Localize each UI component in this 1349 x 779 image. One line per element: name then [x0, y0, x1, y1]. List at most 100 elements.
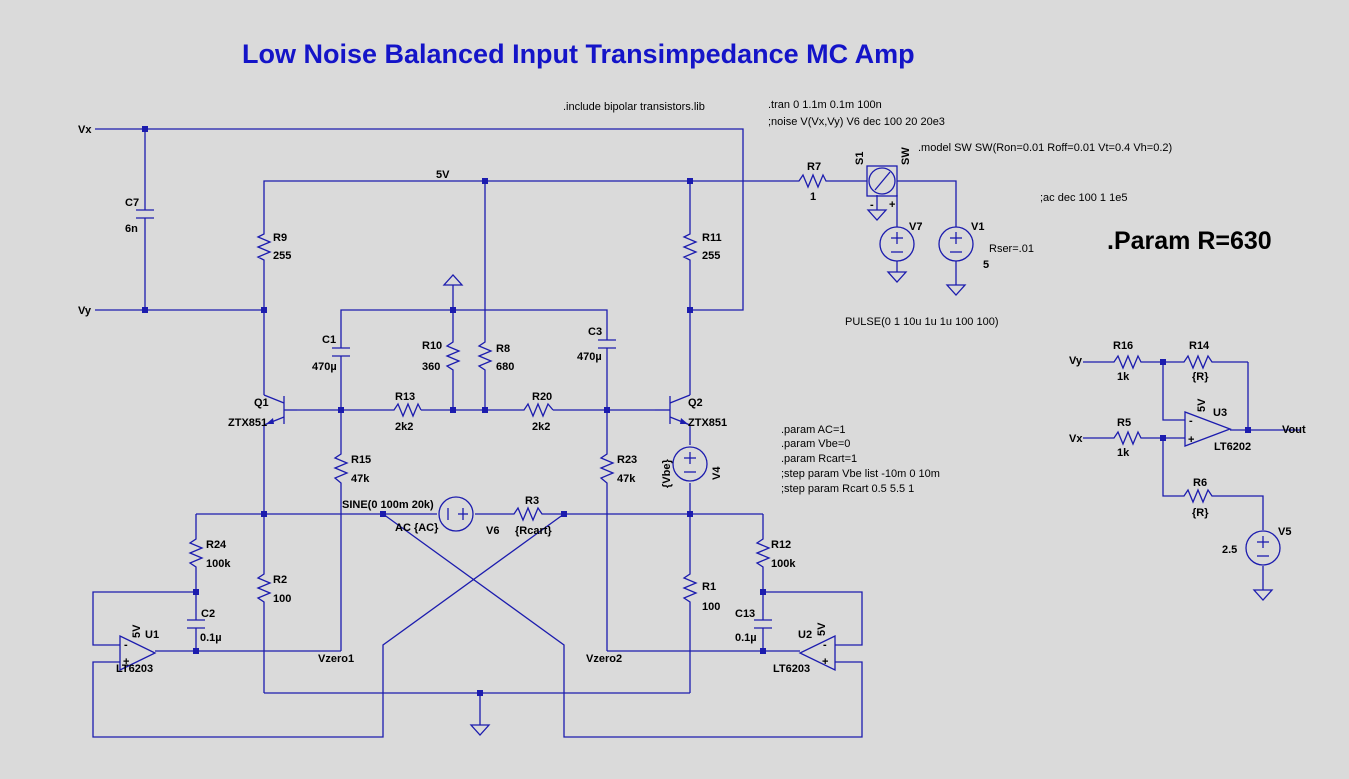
- svg-text:V4: V4: [711, 466, 723, 480]
- r23-symbol: [599, 450, 615, 487]
- v6-source: [438, 496, 474, 532]
- ac-directive: ;ac dec 100 1 1e5: [1040, 192, 1127, 204]
- svg-text:R9: R9: [273, 232, 287, 244]
- svg-text:470µ: 470µ: [312, 361, 337, 373]
- svg-text:C3: C3: [588, 326, 602, 338]
- svg-text:360: 360: [422, 361, 440, 373]
- svg-text:+: +: [123, 656, 129, 668]
- svg-text:R20: R20: [532, 391, 552, 403]
- net-5v: 5V: [436, 169, 450, 181]
- v4-source: [672, 446, 708, 482]
- svg-text:R5: R5: [1117, 417, 1131, 429]
- svg-text:R23: R23: [617, 454, 637, 466]
- junction-dots: [142, 126, 1251, 696]
- svg-text:R1: R1: [702, 581, 716, 593]
- svg-text:Rser=.01: Rser=.01: [989, 243, 1034, 255]
- svg-text:R15: R15: [351, 454, 371, 466]
- svg-text:100k: 100k: [771, 558, 796, 570]
- svg-text:U2: U2: [798, 629, 812, 641]
- svg-text:255: 255: [702, 250, 720, 262]
- svg-text:R11: R11: [702, 232, 722, 244]
- param-rcart-directive: .param Rcart=1: [781, 453, 857, 465]
- svg-text:V1: V1: [971, 221, 984, 233]
- r24-symbol: [188, 535, 204, 570]
- svg-text:6n: 6n: [125, 223, 138, 235]
- net-vzero2: Vzero2: [586, 653, 622, 665]
- resistors: [188, 173, 1215, 605]
- svg-text:100k: 100k: [206, 558, 231, 570]
- svg-text:680: 680: [496, 361, 514, 373]
- svg-text:{Vbe}: {Vbe}: [661, 459, 673, 488]
- svg-text:-: -: [1189, 415, 1193, 427]
- svg-text:AC {AC}: AC {AC}: [395, 522, 439, 534]
- svg-text:R14: R14: [1189, 340, 1210, 352]
- svg-text:-: -: [823, 639, 827, 651]
- r5-symbol: [1110, 430, 1143, 446]
- svg-text:47k: 47k: [617, 473, 636, 485]
- net-labels: Vx Vy 5V Vout Vzero1 Vzero2 Vy Vx: [78, 124, 1306, 665]
- svg-text:100: 100: [273, 593, 291, 605]
- svg-text:{Rcart}: {Rcart}: [515, 525, 552, 537]
- step-vbe-directive: ;step param Vbe list -10m 0 10m: [781, 468, 940, 480]
- param-r-directive: .Param R=630: [1107, 227, 1272, 255]
- svg-text:5V: 5V: [1196, 398, 1208, 412]
- svg-text:V6: V6: [486, 525, 499, 537]
- r14-symbol: [1180, 354, 1215, 370]
- svg-text:+: +: [822, 656, 828, 668]
- svg-text:R13: R13: [395, 391, 415, 403]
- param-vbe-directive: .param Vbe=0: [781, 438, 850, 450]
- r1-symbol: [682, 570, 698, 605]
- svg-text:ZTX851: ZTX851: [228, 417, 267, 429]
- svg-text:LT6203: LT6203: [116, 663, 153, 675]
- svg-text:R6: R6: [1193, 477, 1207, 489]
- svg-text:2.5: 2.5: [1222, 544, 1237, 556]
- svg-text:1: 1: [810, 191, 816, 203]
- svg-text:{R}: {R}: [1192, 371, 1209, 383]
- schematic-title: Low Noise Balanced Input Transimpedance …: [242, 39, 915, 69]
- svg-text:U3: U3: [1213, 407, 1227, 419]
- param-ac-directive: .param AC=1: [781, 424, 846, 436]
- svg-text:ZTX851: ZTX851: [688, 417, 727, 429]
- svg-text:C13: C13: [735, 608, 755, 620]
- r15-symbol: [333, 450, 349, 487]
- r2-symbol: [256, 570, 272, 605]
- svg-text:470µ: 470µ: [577, 351, 602, 363]
- pulse-directive: PULSE(0 1 10u 1u 1u 100 100): [845, 316, 999, 328]
- svg-text:47k: 47k: [351, 473, 370, 485]
- svg-text:LT6203: LT6203: [773, 663, 810, 675]
- svg-text:1k: 1k: [1117, 371, 1130, 383]
- r11-symbol: [682, 230, 698, 262]
- svg-text:SINE(0 100m 20k): SINE(0 100m 20k): [342, 499, 434, 511]
- net-vout: Vout: [1282, 424, 1306, 436]
- svg-text:2k2: 2k2: [395, 421, 413, 433]
- svg-text:V5: V5: [1278, 526, 1291, 538]
- c3-symbol: [598, 339, 616, 349]
- svg-text:0.1µ: 0.1µ: [735, 632, 757, 644]
- svg-text:Q1: Q1: [254, 397, 269, 409]
- svg-text:R2: R2: [273, 574, 287, 586]
- c13-symbol: [754, 619, 772, 629]
- r12-symbol: [755, 535, 771, 570]
- svg-text:U1: U1: [145, 629, 159, 641]
- step-rcart-directive: ;step param Rcart 0.5 5.5 1: [781, 483, 914, 495]
- svg-text:0.1µ: 0.1µ: [200, 632, 222, 644]
- net-vx-u3: Vx: [1069, 433, 1083, 445]
- svg-text:100: 100: [702, 601, 720, 613]
- r8-symbol: [477, 338, 493, 375]
- svg-text:R16: R16: [1113, 340, 1133, 352]
- r16-symbol: [1110, 354, 1143, 370]
- r13-symbol: [390, 402, 422, 418]
- r3-symbol: [510, 506, 545, 522]
- svg-text:R8: R8: [496, 343, 510, 355]
- svg-text:R3: R3: [525, 495, 539, 507]
- c7-symbol: [136, 209, 154, 219]
- r10-symbol: [445, 338, 461, 375]
- svg-text:2k2: 2k2: [532, 421, 550, 433]
- c1-symbol: [332, 347, 350, 357]
- net-vzero1: Vzero1: [318, 653, 354, 665]
- svg-text:5V: 5V: [816, 622, 828, 636]
- svg-text:{R}: {R}: [1192, 507, 1209, 519]
- svg-text:R7: R7: [807, 161, 821, 173]
- r9-symbol: [256, 230, 272, 262]
